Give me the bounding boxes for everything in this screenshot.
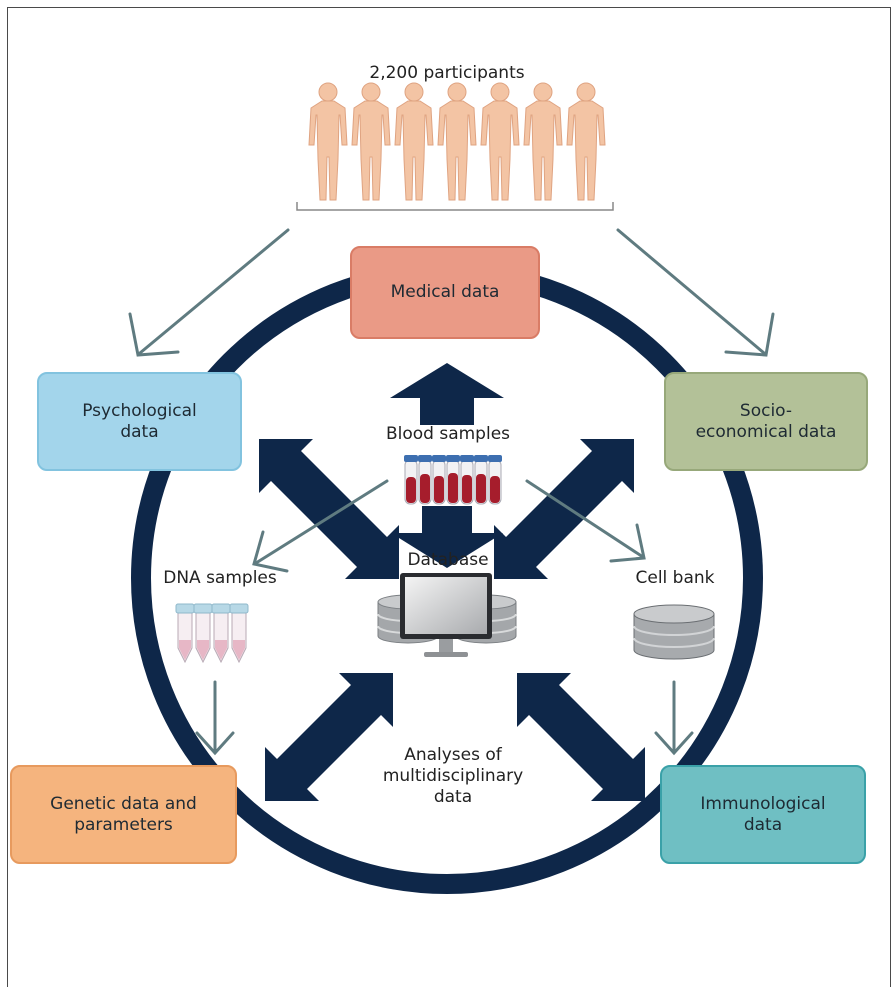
immuno-database-double-arrow xyxy=(517,673,645,801)
participants-to-psych-arrow xyxy=(128,228,290,357)
psych-database-double-arrow xyxy=(259,439,399,579)
dna-tubes-icon xyxy=(175,603,249,664)
database-label: Database xyxy=(407,550,489,570)
dna-samples-label: DNA samples xyxy=(163,568,277,588)
blood-to-medical-arrow xyxy=(390,363,504,425)
cell-bank-label: Cell bank xyxy=(635,568,715,588)
blood-samples-label: Blood samples xyxy=(385,424,511,444)
participants-label: 2,200 participants xyxy=(369,63,525,83)
socio-database-double-arrow xyxy=(494,439,634,579)
participants-to-socio-arrow xyxy=(616,228,775,357)
genetic-database-double-arrow xyxy=(265,673,393,801)
participants-bracket xyxy=(296,202,614,211)
psychological-data-box: Psychological data xyxy=(37,372,242,471)
blood-to-cellbank-arrow xyxy=(525,479,646,563)
cell-bank-icon xyxy=(633,604,715,660)
medical-data-box: Medical data xyxy=(350,246,540,339)
blood-to-database-arrow xyxy=(391,506,503,568)
analyses-label: Analyses of multidisciplinary data xyxy=(382,745,524,807)
blood-tubes-icon xyxy=(404,455,502,505)
blood-to-dna-arrow xyxy=(252,479,389,573)
socio-economical-data-box: Socio- economical data xyxy=(664,372,868,471)
dna-to-genetic-arrow xyxy=(195,680,235,756)
database-computer-icon xyxy=(377,573,517,657)
genetic-data-box: Genetic data and parameters xyxy=(10,765,237,864)
immunological-data-box: Immunological data xyxy=(660,765,866,864)
cellbank-to-immuno-arrow xyxy=(654,680,694,756)
figure-frame xyxy=(7,7,891,987)
participants-figures xyxy=(308,82,606,201)
